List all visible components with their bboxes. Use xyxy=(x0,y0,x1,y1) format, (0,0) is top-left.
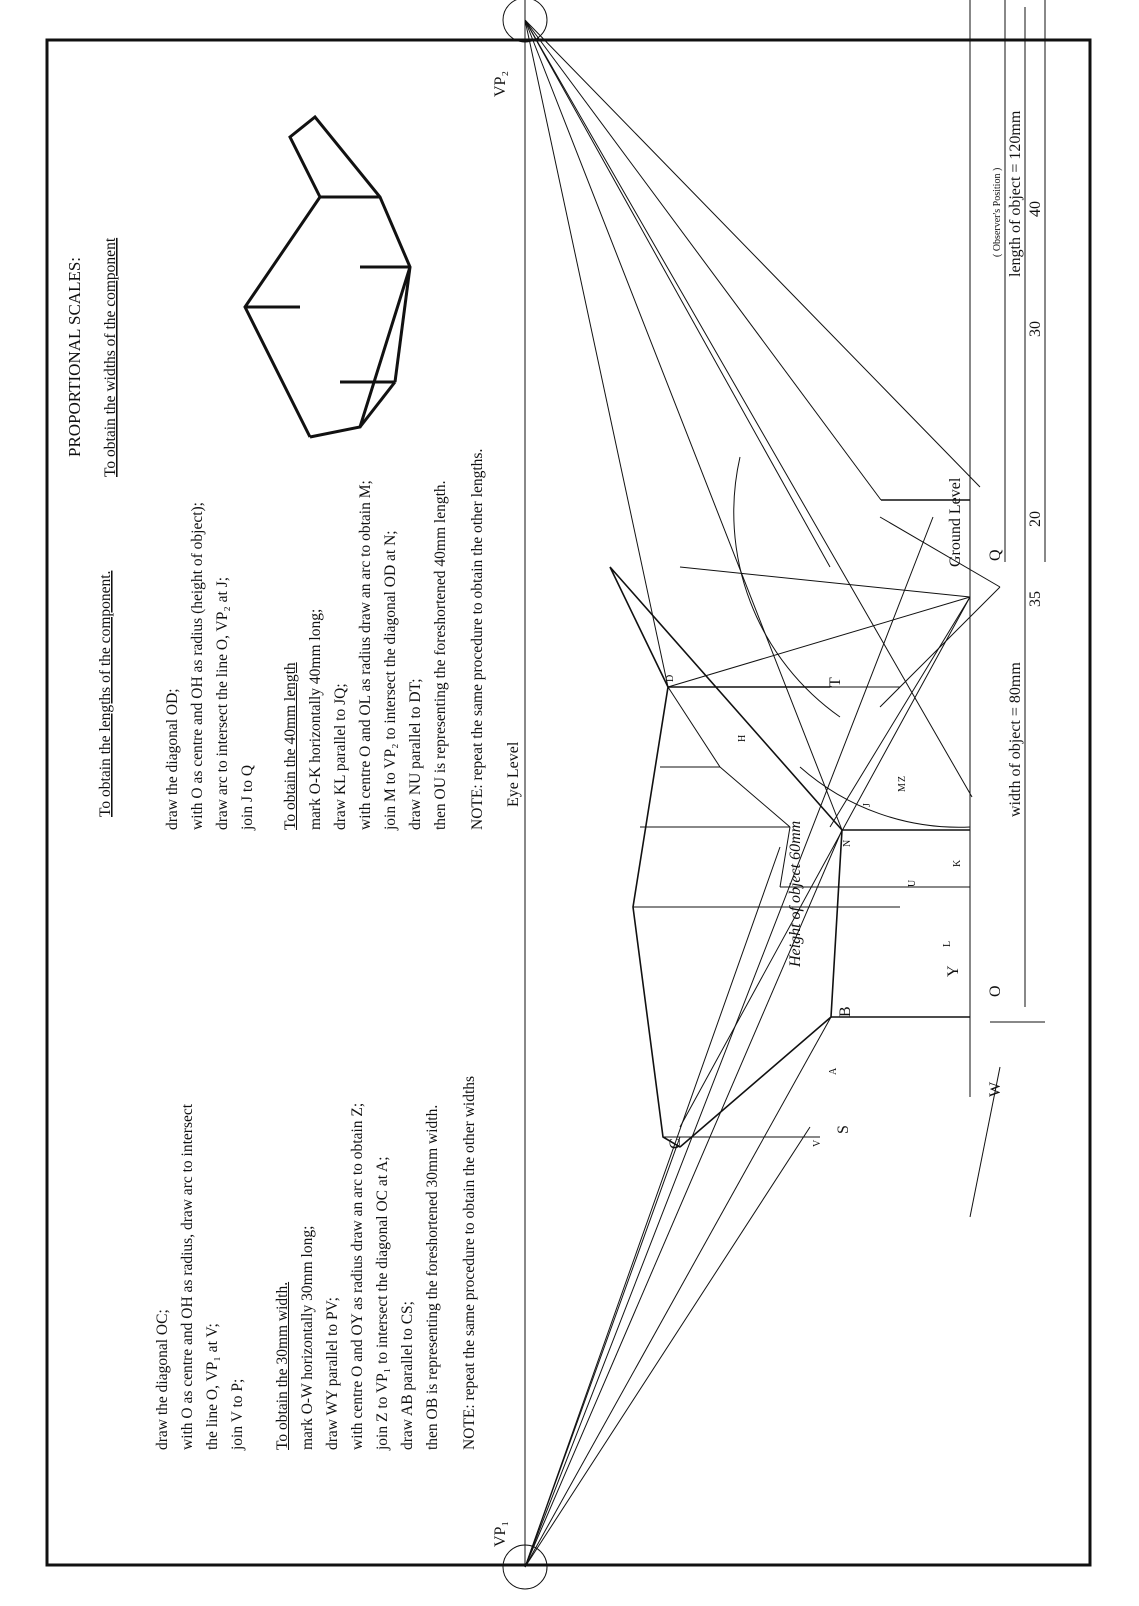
label-m: M xyxy=(897,783,908,792)
vp1-circle xyxy=(502,1544,548,1590)
label-k: K xyxy=(952,859,963,867)
dim-35: 35 xyxy=(1027,591,1044,607)
vp2-convergence-lines xyxy=(524,19,981,831)
label-h: H xyxy=(737,735,748,742)
widths-instructions: PROPORTIONAL SCALES: To obtain the width… xyxy=(65,237,119,477)
width-label: width of object = 80mm xyxy=(1007,662,1024,817)
lengths-heading: To obtain the lengths of the component. xyxy=(97,571,114,817)
dim-40: 40 xyxy=(1027,201,1044,217)
lengths-step-4: join J to Q xyxy=(239,764,256,830)
label-d: D xyxy=(665,675,676,682)
lengths-list: draw the diagonal OD; with O as centre a… xyxy=(140,130,490,830)
vp1-convergence-lines xyxy=(524,516,934,1568)
label-o: O xyxy=(987,985,1004,997)
length-label: length of object = 120mm xyxy=(1007,110,1024,277)
label-z: Z xyxy=(897,776,908,782)
label-n: N xyxy=(842,840,853,847)
lengths-step-2: with O as centre and OH as radius (heigh… xyxy=(189,502,206,830)
len40-step-5: draw NU parallel to DT; xyxy=(407,678,424,830)
len40-step-1: mark O-K horizontally 40mm long; xyxy=(307,608,324,830)
rotated-content: Eye Level VP₁ VP₂ Ground Level xyxy=(65,0,1046,1590)
perspective-object xyxy=(609,499,971,1148)
lengths-step-1: draw the diagonal OD; xyxy=(164,688,181,830)
label-j: J xyxy=(862,803,873,807)
isometric-sketch xyxy=(243,114,412,439)
label-a: A xyxy=(828,1067,839,1075)
vp2-circle xyxy=(502,0,548,43)
drawing-frame xyxy=(45,38,1092,1567)
label-q: Q xyxy=(987,549,1004,561)
ground-level-label: Ground Level xyxy=(947,477,964,567)
dim-30: 30 xyxy=(1027,321,1044,337)
label-y: Y xyxy=(945,965,962,977)
label-c: C xyxy=(667,1138,684,1149)
label-b: B xyxy=(837,1006,854,1017)
title: PROPORTIONAL SCALES: xyxy=(65,257,84,457)
lengths-step-3: draw arc to intersect the line O, VP₂ at… xyxy=(214,576,231,830)
observer-label: ( Observer's Position ) xyxy=(992,168,1003,257)
len40-step-3: with centre O and OL as radius draw an a… xyxy=(357,480,374,830)
label-w: W xyxy=(987,1081,1004,1097)
vp2-label: VP₂ xyxy=(492,71,509,97)
point-labels: O W Q P B S C A Y Z M H N U L K J T D V xyxy=(665,549,1004,1149)
lengths-instructions: To obtain the lengths of the component. xyxy=(97,571,114,817)
label-l: L xyxy=(942,941,953,947)
len40-heading: To obtain the 40mm length xyxy=(282,662,299,830)
label-t: T xyxy=(827,677,844,687)
len40-step-6: then OU is representing the foreshortene… xyxy=(432,480,449,830)
label-s: S xyxy=(835,1125,852,1134)
construction-lines xyxy=(667,456,1001,1218)
vp1-label: VP₁ xyxy=(492,1521,509,1547)
len40-step-2: draw KL parallel to JQ; xyxy=(332,683,349,830)
dim-20: 20 xyxy=(1027,511,1044,527)
dimension-lines xyxy=(990,0,1046,1023)
height-label: Height of object 60mm xyxy=(787,821,804,968)
widths-heading: To obtain the widths of the component xyxy=(102,237,119,477)
eye-level-label: Eye Level xyxy=(505,741,522,807)
label-v: V xyxy=(812,1139,823,1147)
lengths-note: NOTE: repeat the same procedure to obtai… xyxy=(469,448,486,830)
label-u: U xyxy=(907,879,918,887)
len40-step-4: join M to VP₂ to intersect the diagonal … xyxy=(382,530,399,830)
